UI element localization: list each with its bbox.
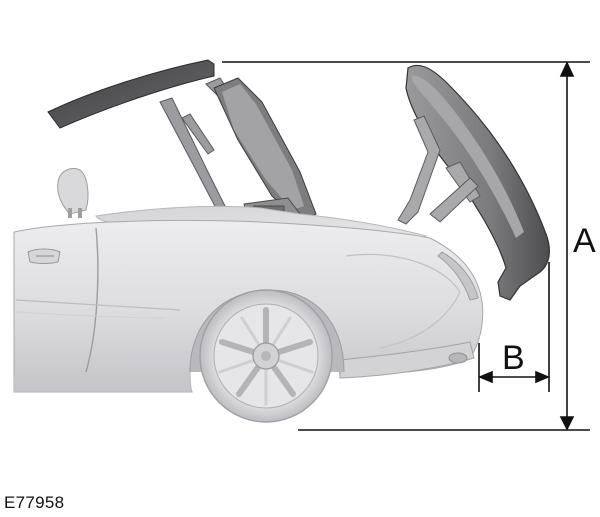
seat-headrest (57, 168, 89, 218)
roof-rear-bow (213, 77, 317, 223)
rear-bumper (339, 341, 475, 379)
dimension-a (222, 61, 590, 431)
dimension-a-arrowhead-bottom (559, 416, 575, 431)
dimension-a-label: A (573, 222, 596, 260)
exhaust-tip (448, 352, 468, 364)
dimension-b-arrowhead-left (477, 370, 493, 384)
dimension-b (477, 262, 551, 392)
door-handle (27, 248, 61, 264)
dimension-b-arrowhead-right (535, 370, 551, 384)
trunk-lid (405, 64, 550, 301)
tail-light (437, 251, 479, 301)
rear-wheel (199, 289, 333, 423)
trunk-hinge-arms (397, 115, 481, 225)
dimension-b-label: B (502, 339, 525, 377)
roof-front-bow (47, 59, 215, 129)
figure-code: E77958 (4, 493, 65, 512)
door-seam (85, 227, 99, 373)
dimension-a-arrowhead-top (559, 61, 575, 77)
body-character-line (15, 299, 181, 311)
car-body (13, 219, 484, 393)
